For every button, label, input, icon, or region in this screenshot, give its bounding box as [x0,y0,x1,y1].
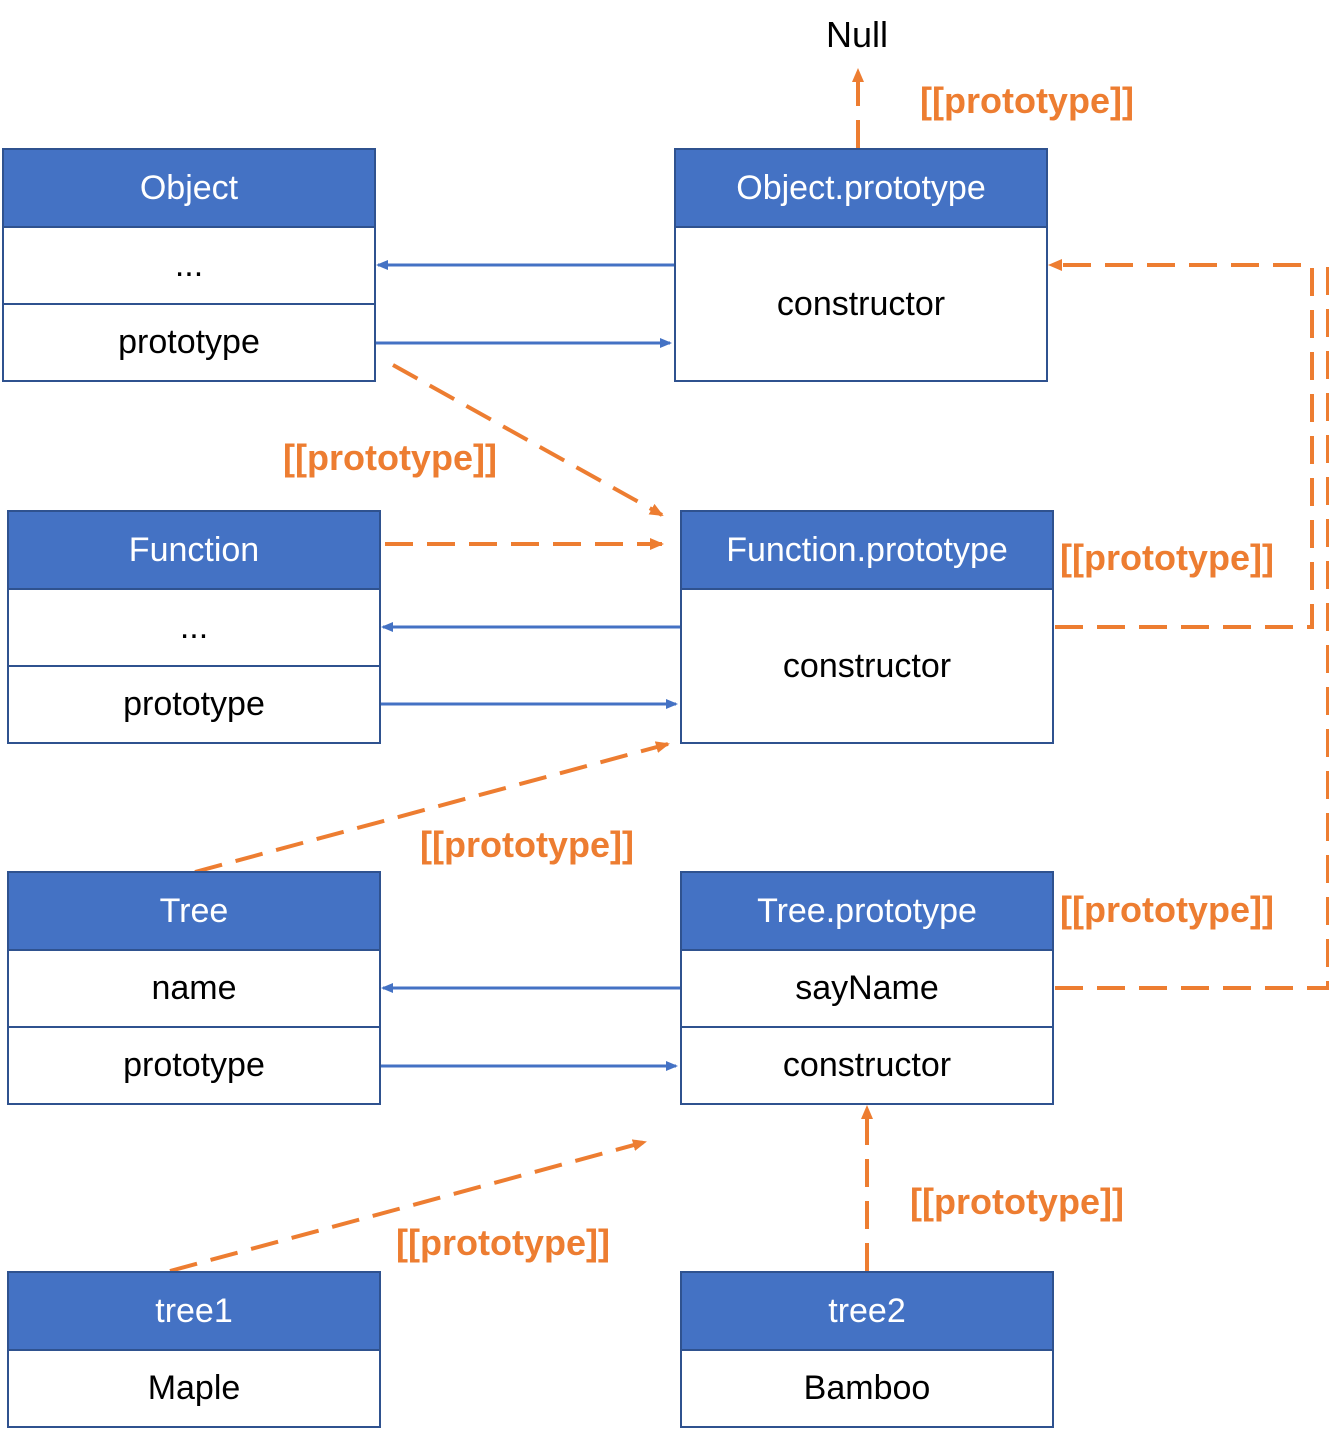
function-box-title: Function [9,512,379,590]
object-box-row-ellipsis: ... [4,228,374,305]
tree1-box-title: tree1 [9,1273,379,1351]
tree-prototype-box-row-constructor: constructor [782,1046,952,1084]
tree1-box: tree1 Maple [7,1271,381,1428]
tree2-box: tree2 Bamboo [680,1271,1054,1428]
object-box-row-prototype: prototype [118,323,260,361]
function-prototype-box-row-constructor: constructor [782,646,952,685]
function-box: Function ... prototype [7,510,381,744]
tree-prototype-box-row-sayname: sayName [682,951,1052,1028]
object-prototype-box: Object.prototype constructor [674,148,1048,382]
proto-label-tree-prototype: [[prototype]] [1060,889,1274,930]
proto-label-tree1: [[prototype]] [396,1222,610,1263]
tree1-box-row-value: Maple [147,1369,241,1407]
function-box-row-ellipsis: ... [9,590,379,667]
tree-prototype-box: Tree.prototype sayName constructor [680,871,1054,1105]
tree-box-row-prototype: prototype [123,1046,265,1084]
object-box-title: Object [4,150,374,228]
tree-box-row-name: name [9,951,379,1028]
object-box: Object ... prototype [2,148,376,382]
tree2-box-title: tree2 [682,1273,1052,1351]
object-prototype-box-title: Object.prototype [676,150,1046,228]
proto-label-function-prototype: [[prototype]] [1060,537,1274,578]
proto-label-null: [[prototype]] [920,80,1134,121]
tree-prototype-to-object-prototype-link [1055,265,1329,990]
function-box-row-prototype: prototype [123,685,265,723]
proto-label-tree2: [[prototype]] [910,1181,1124,1222]
object-to-function-prototype-link [392,363,664,517]
tree-prototype-box-title: Tree.prototype [682,873,1052,951]
tree2-box-row-value: Bamboo [803,1369,931,1407]
object-prototype-box-row-constructor: constructor [776,284,946,323]
function-prototype-to-object-prototype-link [1048,259,1314,629]
tree-box-title: Tree [9,873,379,951]
proto-label-object: [[prototype]] [283,437,497,478]
null-label: Null [826,14,889,55]
tree-box: Tree name prototype [7,871,381,1105]
function-prototype-box-title: Function.prototype [682,512,1052,590]
function-prototype-box: Function.prototype constructor [680,510,1054,744]
proto-label-tree: [[prototype]] [420,824,634,865]
